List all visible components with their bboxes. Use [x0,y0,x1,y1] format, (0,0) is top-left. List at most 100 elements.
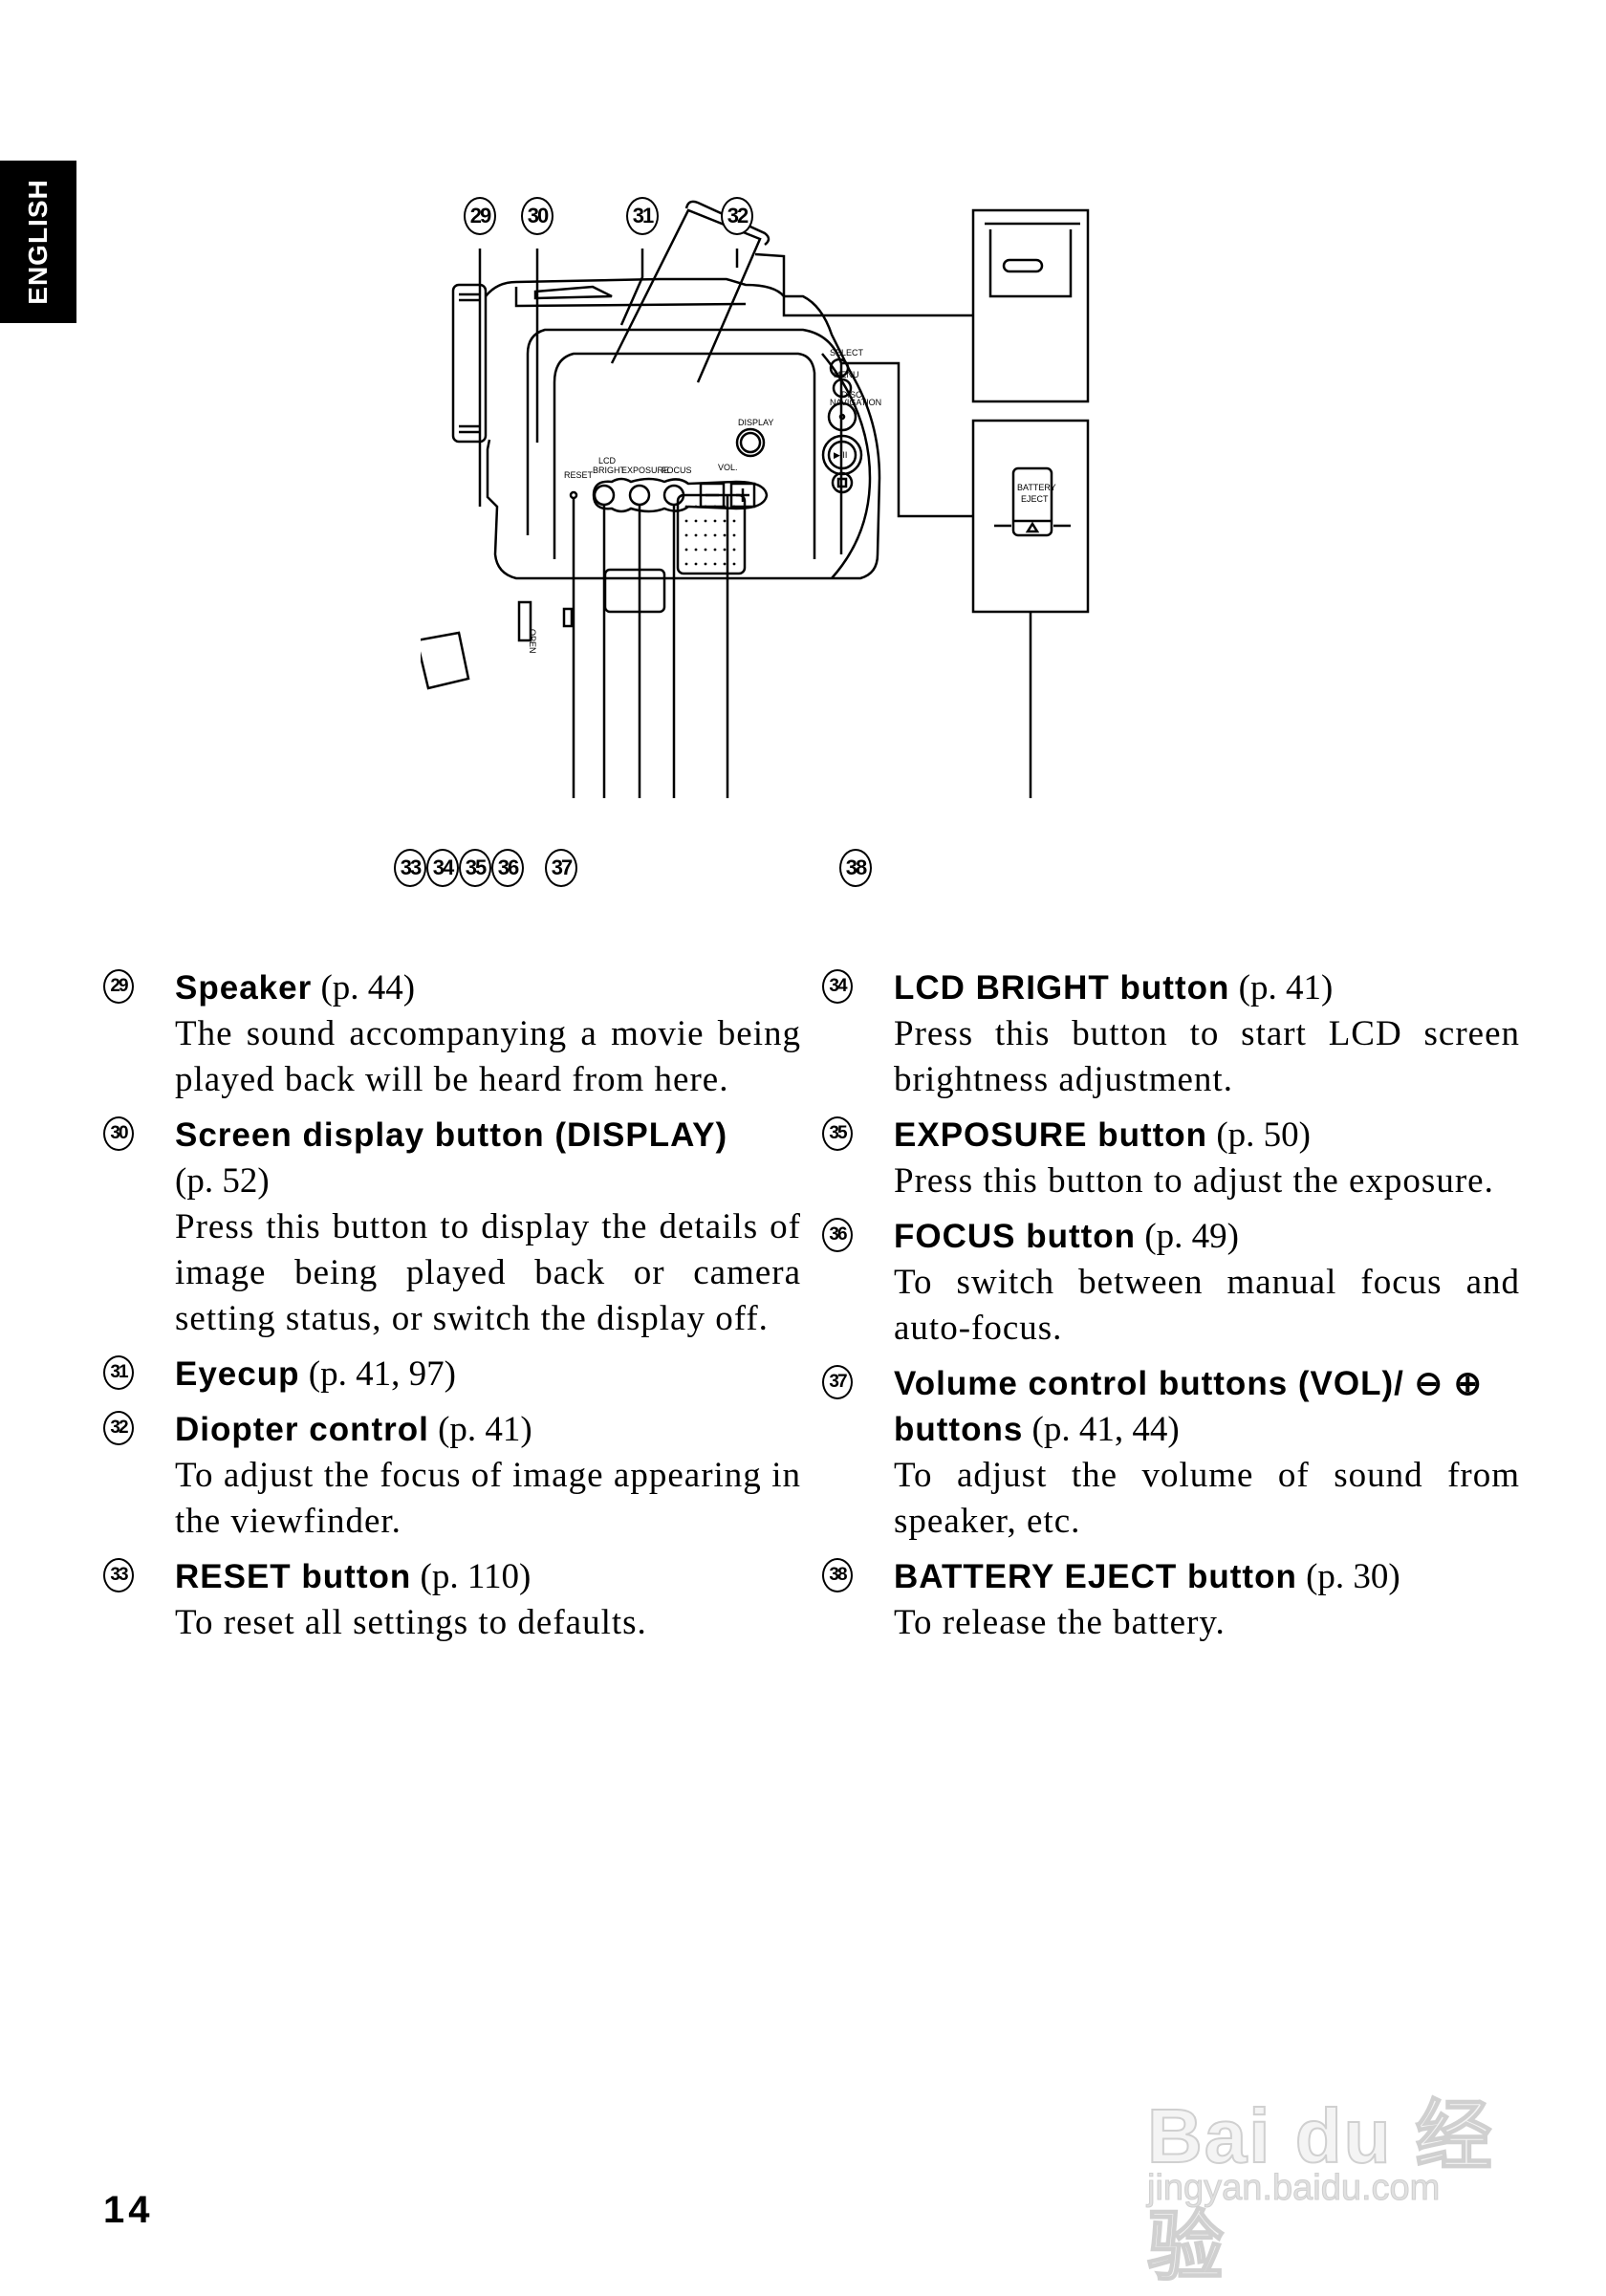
callout-36: 36 [491,849,524,887]
speaker-dots [684,505,736,566]
lcd-bright-button-shape [593,484,616,507]
entry-focus-button: 36 FOCUS button (p. 49) To switch betwee… [822,1214,1520,1352]
callout-38: 38 [839,849,872,887]
entry-title: FOCUS button [894,1218,1137,1255]
vol-plus-shape [729,482,756,509]
entry-lcd-bright-button: 34 LCD BRIGHT button (p. 41) Press this … [822,965,1520,1103]
vol-minus-shape [699,482,726,509]
callout-32: 32 [721,197,753,235]
label-lcd: LCD [598,456,617,466]
entry-description: Press this button to display the details… [175,1207,801,1338]
disc-nav-button-shape [827,401,857,432]
entry-number: 33 [103,1558,134,1592]
entry-number: 34 [822,969,853,1004]
exposure-button-shape [628,484,651,507]
battery-eject-inset [971,419,1090,614]
page-reference: (p. 52) [175,1161,270,1201]
label-select: SELECT [830,348,864,357]
label-focus: FOCUS [662,466,692,475]
label-exposure: EXPOSURE [621,466,669,475]
camcorder-diagram: SELECT MENU DISC NAVIGATION DISPLAY LCD … [394,191,1204,899]
callout-29: 29 [464,197,496,235]
entry-description: To adjust the volume of sound from speak… [894,1456,1520,1541]
entry-reset-button: 33 RESET button (p. 110) To reset all se… [103,1554,801,1646]
entry-title: EXPOSURE button [894,1116,1208,1154]
label-bright: BRIGHT [593,466,626,475]
entry-number: 30 [103,1116,134,1151]
entry-volume-buttons: 37 Volume control buttons (VOL)/ ⊖ ⊕ but… [822,1361,1520,1545]
label-battery: BATTERY [1017,483,1056,492]
callout-30: 30 [521,197,553,235]
entry-number: 37 [822,1365,853,1399]
page-reference: (p. 41, 44) [1023,1410,1180,1449]
lcd-panel [553,352,816,559]
diopter-inset [971,208,1090,403]
page-reference: (p. 44) [312,968,416,1007]
entry-diopter-control: 32 Diopter control (p. 41) To adjust the… [103,1407,801,1545]
entry-description: Press this button to adjust the exposure… [894,1161,1494,1201]
page-reference: (p. 30) [1296,1557,1400,1596]
descriptions-right-column: 34 LCD BRIGHT button (p. 41) Press this … [822,965,1520,1656]
label-disc-1: DISC [841,390,862,400]
callout-35: 35 [459,849,491,887]
entry-number: 35 [822,1116,853,1151]
entry-title: Screen display button (DISPLAY) [175,1116,728,1154]
label-reset: RESET [564,470,594,480]
entry-speaker: 29 Speaker (p. 44) The sound accompanyin… [103,965,801,1103]
lens-ring [451,283,488,444]
callout-37: 37 [545,849,577,887]
entry-description: To reset all settings to defaults. [175,1603,647,1642]
callout-34: 34 [426,849,459,887]
label-open: OPEN [528,629,537,654]
entry-number: 32 [103,1411,134,1445]
entry-title: BATTERY EJECT button [894,1558,1297,1595]
page-reference: (p. 49) [1136,1217,1239,1256]
entry-title: Speaker [175,969,313,1007]
entry-battery-eject-button: 38 BATTERY EJECT button (p. 30) To relea… [822,1554,1520,1646]
entry-title: Eyecup [175,1355,300,1393]
entry-number: 38 [822,1558,853,1592]
entry-description: To release the battery. [894,1603,1226,1642]
label-display: DISPLAY [738,418,773,427]
display-button-shape [735,427,766,458]
leader-lines [478,249,1032,798]
entry-number: 36 [822,1218,853,1252]
entry-title: LCD BRIGHT button [894,969,1230,1007]
entry-title: Volume control buttons (VOL)/ ⊖ ⊕ button… [894,1365,1483,1448]
entry-description: The sound accompanying a movie being pla… [175,1014,801,1099]
entry-title: Diopter control [175,1411,429,1448]
descriptions-left-column: 29 Speaker (p. 44) The sound accompanyin… [103,965,801,1656]
entry-number: 31 [103,1355,134,1390]
language-tab: ENGLISH [0,161,76,323]
label-eject: EJECT [1021,494,1049,504]
callout-31: 31 [626,197,659,235]
entry-description: Press this button to start LCD screen br… [894,1014,1520,1099]
page-reference: (p. 50) [1207,1116,1311,1155]
callout-33: 33 [394,849,426,887]
entry-description: To adjust the focus of image appearing i… [175,1456,801,1541]
page-reference: (p. 110) [411,1557,532,1596]
entry-description: To switch between manual focus and auto-… [894,1263,1520,1348]
reset-hole [569,490,578,500]
page-reference: (p. 41) [1229,968,1334,1007]
stop-button-shape [831,471,854,494]
label-play-pause: ▶/II [834,450,847,460]
baidu-watermark: Bai du 经验 jingyan.baidu.com [1146,2055,1549,2290]
entry-eyecup: 31 Eyecup (p. 41, 97) [103,1352,801,1397]
label-menu: MENU [834,370,859,379]
select-button-shape [829,357,850,379]
label-vol: VOL. [718,463,738,472]
camcorder-illustration: SELECT MENU DISC NAVIGATION DISPLAY LCD … [421,200,1090,798]
language-tab-label: ENGLISH [23,179,53,305]
menu-button-shape [832,378,853,399]
side-panel [526,328,843,554]
page-number: 14 [103,2189,154,2231]
label-disc-2: NAVIGATION [830,398,881,407]
entry-screen-display-button: 30 Screen display button (DISPLAY) (p. 5… [103,1113,801,1342]
entry-exposure-button: 35 EXPOSURE button (p. 50) Press this bu… [822,1113,1520,1204]
page-reference: (p. 41) [428,1410,532,1449]
entry-number: 29 [103,969,134,1004]
watermark-url: jingyan.baidu.com [1146,2168,1441,2209]
battery-eject-button-shape [1011,466,1053,537]
page-reference: (p. 41, 97) [299,1354,456,1394]
